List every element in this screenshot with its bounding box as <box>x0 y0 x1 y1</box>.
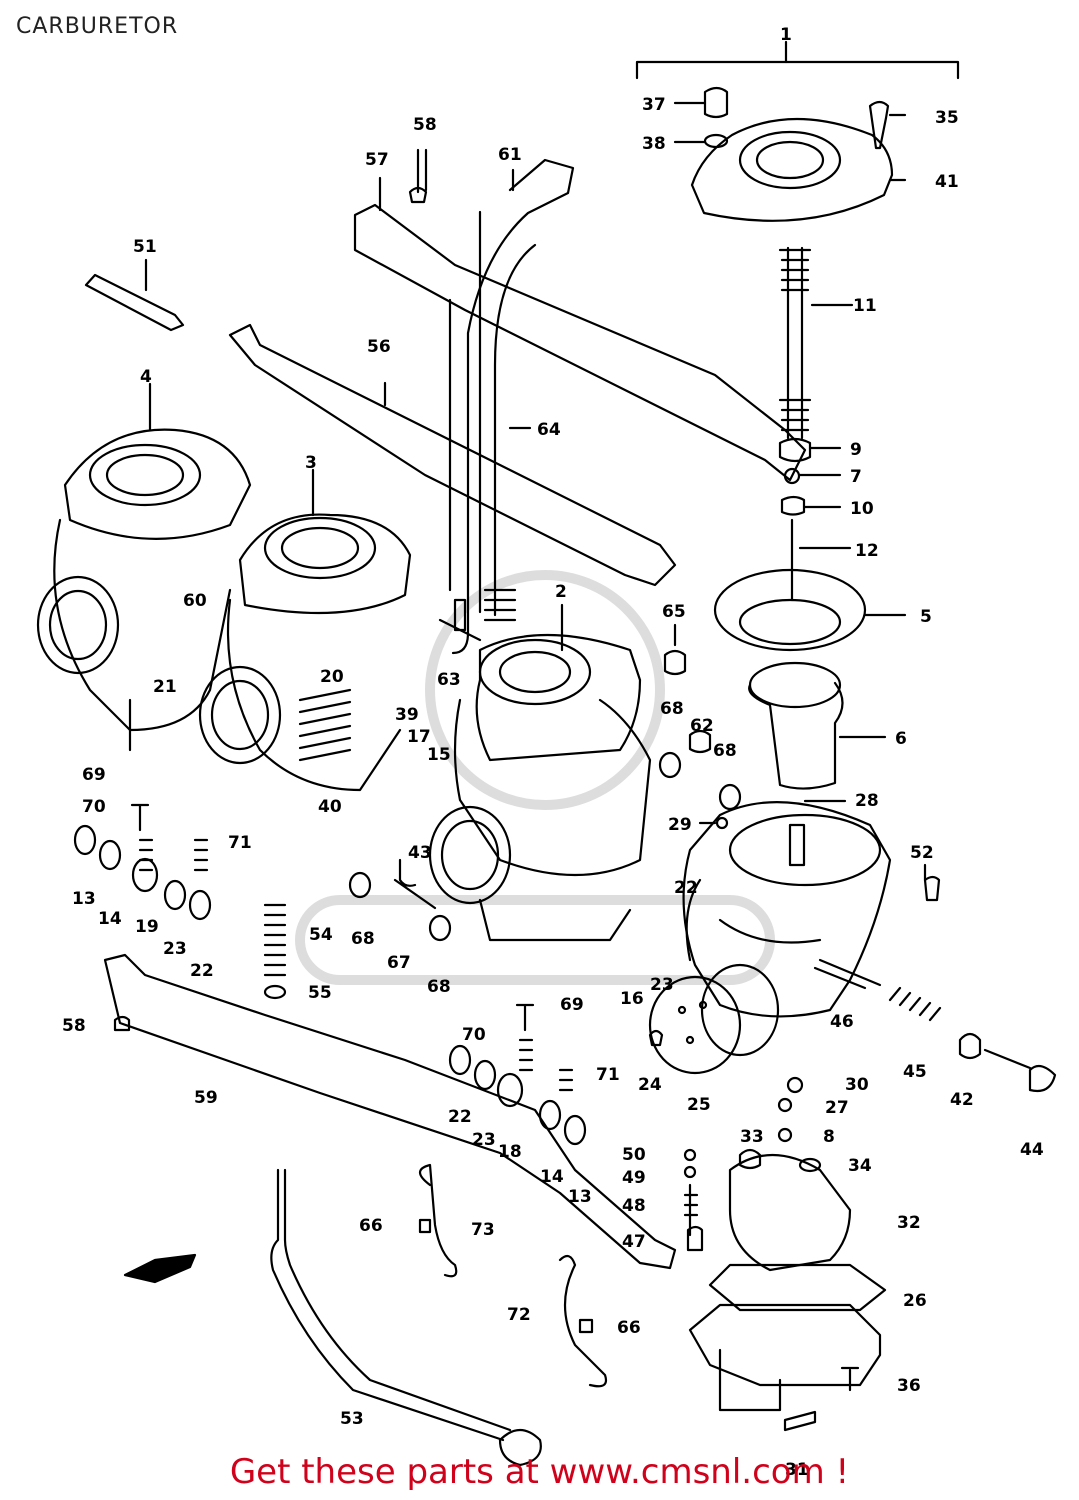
footer-cta[interactable]: Get these parts at www.cmsnl.com ! <box>229 1452 850 1492</box>
callout: 25 <box>687 1095 711 1115</box>
callout: 23 <box>650 975 674 995</box>
callout: 71 <box>228 833 252 853</box>
callout: 23 <box>472 1130 496 1150</box>
callout: 16 <box>620 989 644 1009</box>
callout: 5 <box>920 607 932 627</box>
callout: 12 <box>855 541 879 561</box>
page-title: CARBURETOR <box>16 14 179 39</box>
callout: 55 <box>308 983 332 1003</box>
callout: 72 <box>507 1305 531 1325</box>
callout: 49 <box>622 1168 646 1188</box>
callout: 60 <box>183 591 207 611</box>
callout: 13 <box>72 889 96 909</box>
callout: 70 <box>462 1025 486 1045</box>
callout: 38 <box>642 134 666 154</box>
callout: 35 <box>935 108 959 128</box>
callout: 27 <box>825 1098 849 1118</box>
callout: 26 <box>903 1291 927 1311</box>
callout: 4 <box>140 367 152 387</box>
callout: 68 <box>660 699 684 719</box>
callout: 10 <box>850 499 874 519</box>
callout: 6 <box>895 729 907 749</box>
callout: 9 <box>850 440 862 460</box>
callout: 22 <box>674 878 698 898</box>
callout: 22 <box>190 961 214 981</box>
callout: 29 <box>668 815 692 835</box>
callout: 71 <box>596 1065 620 1085</box>
callout: 42 <box>950 1090 974 1110</box>
callout: 64 <box>537 420 561 440</box>
callout: 65 <box>662 602 686 622</box>
callout: 13 <box>568 1187 592 1207</box>
callout: 66 <box>617 1318 641 1338</box>
callout: 37 <box>642 95 666 115</box>
callout: 53 <box>340 1409 364 1429</box>
callout: 68 <box>427 977 451 997</box>
callout: 66 <box>359 1216 383 1236</box>
callout: 68 <box>351 929 375 949</box>
callout: 22 <box>448 1107 472 1127</box>
callout: 51 <box>133 237 157 257</box>
callout: 14 <box>98 909 122 929</box>
callout: 7 <box>850 467 862 487</box>
callout: 48 <box>622 1196 646 1216</box>
callout: 67 <box>387 953 411 973</box>
callout: 61 <box>498 145 522 165</box>
callout: 70 <box>82 797 106 817</box>
callout: 39 <box>395 705 419 725</box>
callout: 8 <box>823 1127 835 1147</box>
callout: 15 <box>427 745 451 765</box>
callout: 68 <box>713 741 737 761</box>
callout: 41 <box>935 172 959 192</box>
callout: 21 <box>153 677 177 697</box>
callout: 44 <box>1020 1140 1044 1160</box>
callout-labels: 1 2 3 4 5 6 7 8 9 10 11 12 13 13 14 14 1… <box>62 25 1044 1480</box>
callout: 11 <box>853 296 877 316</box>
callout: 17 <box>407 727 431 747</box>
callout: 40 <box>318 797 342 817</box>
callout: 28 <box>855 791 879 811</box>
callout: 2 <box>555 582 567 602</box>
callout: 69 <box>82 765 106 785</box>
callout: 63 <box>437 670 461 690</box>
callout: 1 <box>780 25 792 45</box>
callout: 23 <box>163 939 187 959</box>
callout: 56 <box>367 337 391 357</box>
callout: 33 <box>740 1127 764 1147</box>
callout: 18 <box>498 1142 522 1162</box>
callout: 45 <box>903 1062 927 1082</box>
callout: 19 <box>135 917 159 937</box>
callout: 36 <box>897 1376 921 1396</box>
callout: 3 <box>305 453 317 473</box>
callout: 20 <box>320 667 344 687</box>
callout: 57 <box>365 150 389 170</box>
callout: 34 <box>848 1156 872 1176</box>
callout: 69 <box>560 995 584 1015</box>
callout: 54 <box>309 925 333 945</box>
callout: 43 <box>408 843 432 863</box>
callout: 24 <box>638 1075 662 1095</box>
callout: 62 <box>690 716 714 736</box>
callout: 59 <box>194 1088 218 1108</box>
callout: 32 <box>897 1213 921 1233</box>
callout: 31 <box>785 1460 809 1480</box>
callout: 58 <box>62 1016 86 1036</box>
callout: 30 <box>845 1075 869 1095</box>
callout: 14 <box>540 1167 564 1187</box>
callout: 46 <box>830 1012 854 1032</box>
callout: 58 <box>413 115 437 135</box>
callout: 50 <box>622 1145 646 1165</box>
callout: 47 <box>622 1232 646 1252</box>
callout: 73 <box>471 1220 495 1240</box>
callout: 52 <box>910 843 934 863</box>
